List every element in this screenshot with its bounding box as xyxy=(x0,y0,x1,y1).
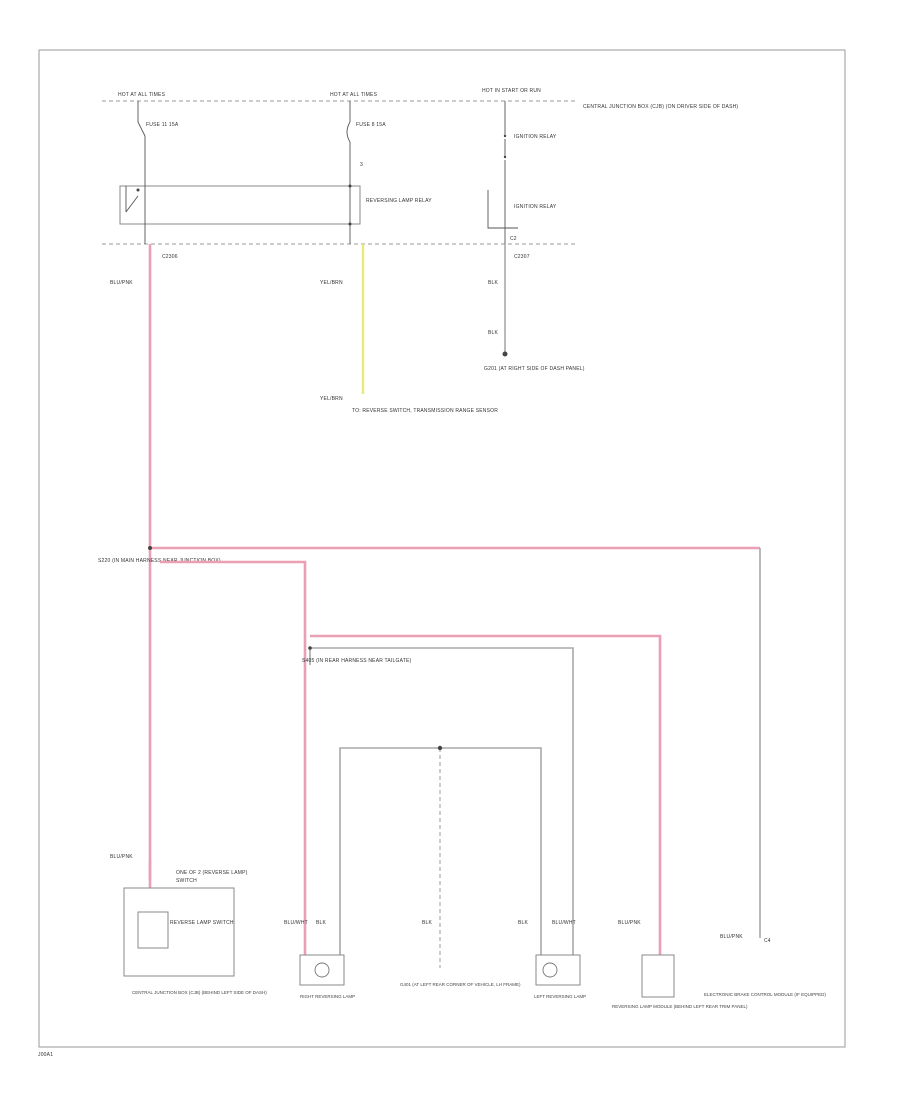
reversing-lamp-relay-box xyxy=(119,185,361,225)
label-terminal-mid: 3 xyxy=(360,162,363,168)
label-splice-rear: S405 (IN REAR HARNESS NEAR TAILGATE) xyxy=(302,658,412,664)
label-gnd-center-wire: BLK xyxy=(422,920,433,926)
label-fuse-left: FUSE 11 15A xyxy=(146,122,179,128)
label-switch-inner: REVERSE LAMP SWITCH xyxy=(170,920,234,926)
splice-ground-icon xyxy=(437,745,443,751)
wire-pink-branch-left-lamp xyxy=(160,560,307,955)
fuse-mid-icon xyxy=(346,101,351,150)
wire-pink-to-module xyxy=(310,634,662,955)
label-wire-right-top: BLK xyxy=(488,280,499,286)
label-terminal-right: C2 xyxy=(510,236,517,242)
label-relay-coil: REVERSING LAMP RELAY xyxy=(366,198,432,204)
label-left-lamp-wire: BLU/WHT xyxy=(284,920,308,926)
label-switch-term-s: SWITCH xyxy=(176,878,197,884)
ground-top-icon xyxy=(502,351,508,357)
label-fuse-mid: FUSE 8 15A xyxy=(356,122,386,128)
label-ignition-relay-2: IGNITION RELAY xyxy=(514,204,557,210)
reverse-switch-inner xyxy=(137,911,169,949)
lamp-left-icon xyxy=(542,962,558,978)
lamp-right-icon xyxy=(314,962,330,978)
label-ground-top: G201 (AT RIGHT SIDE OF DASH PANEL) xyxy=(484,366,585,372)
caption-switch: CENTRAL JUNCTION BOX (CJB) (BEHIND LEFT … xyxy=(132,990,267,995)
caption-module: REVERSING LAMP MODULE (BEHIND LEFT REAR … xyxy=(612,1004,748,1009)
label-yellow-dest: TO: REVERSE SWITCH, TRANSMISSION RANGE S… xyxy=(352,408,498,414)
label-wire-left-bottom: BLU/PNK xyxy=(110,854,133,860)
relay-switch-icon xyxy=(125,150,352,244)
fuse-left-icon xyxy=(137,101,146,150)
label-pin-left: C2306 xyxy=(162,254,178,260)
label-top-mid-fuse: HOT AT ALL TIMES xyxy=(330,92,378,98)
reversing-lamp-module-box xyxy=(641,954,675,998)
label-switch-term: ONE OF 2 (REVERSE LAMP) xyxy=(176,870,248,876)
diagram-border xyxy=(38,49,846,1048)
caption-lamp-left: LEFT REVERSING LAMP xyxy=(534,994,586,999)
splice-s220-icon xyxy=(148,546,152,550)
corner-code: J00A1 xyxy=(38,1052,53,1058)
caption-lamp-right: RIGHT REVERSING LAMP xyxy=(300,994,355,999)
label-splice-main: S220 (IN MAIN HARNESS NEAR JUNCTION BOX) xyxy=(98,558,221,564)
ignition-relay-icon xyxy=(487,101,518,244)
label-ignition-relay: IGNITION RELAY xyxy=(514,134,557,140)
label-gnd-left-wire: BLK xyxy=(316,920,327,926)
right-reversing-lamp-box xyxy=(299,954,345,986)
label-right-lamp-wire: BLU/WHT xyxy=(552,920,576,926)
wire-gray-splice-s405 xyxy=(309,647,574,955)
label-yellow-dest-wire: YEL/BRN xyxy=(320,396,343,402)
label-far-right-term: C4 xyxy=(764,938,771,944)
label-gnd-right-wire: BLK xyxy=(518,920,529,926)
caption-ground: G401 (AT LEFT REAR CORNER OF VEHICLE, LH… xyxy=(400,982,521,987)
label-wire-mid-top: YEL/BRN xyxy=(320,280,343,286)
label-top-right-note: CENTRAL JUNCTION BOX (CJB) (ON DRIVER SI… xyxy=(583,104,738,110)
left-reversing-lamp-box xyxy=(535,954,581,986)
label-wire-left-top: BLU/PNK xyxy=(110,280,133,286)
label-pin-right: C2307 xyxy=(514,254,530,260)
label-top-left-fuse: HOT AT ALL TIMES xyxy=(118,92,166,98)
label-top-right-fuse: HOT IN START OR RUN xyxy=(482,88,541,94)
label-far-right-wire: BLU/PNK xyxy=(720,934,743,940)
label-pink-right-wire: BLU/PNK xyxy=(618,920,641,926)
label-wire-right-mid: BLK xyxy=(488,330,499,336)
splice-s405-icon xyxy=(308,646,312,650)
caption-far-right: ELECTRONIC BRAKE CONTROL MODULE (IF EQUI… xyxy=(704,992,826,997)
